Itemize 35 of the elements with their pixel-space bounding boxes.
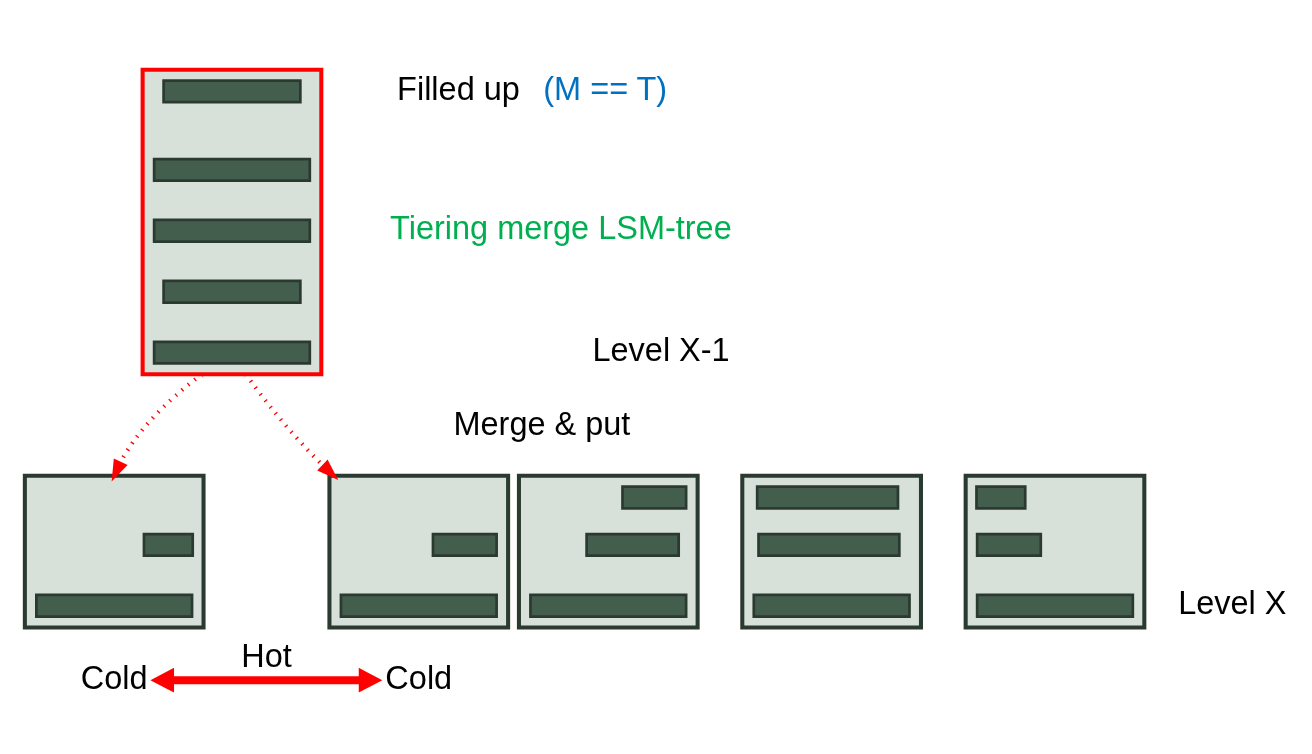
label: Merge & put (453, 406, 631, 443)
label: Level X-1 (592, 332, 730, 369)
node-bar (162, 279, 302, 304)
node-bar (152, 218, 312, 243)
arrow (150, 667, 383, 693)
cluster (140, 67, 324, 377)
node-bar (752, 593, 911, 618)
node-bar (529, 593, 688, 618)
node-text: Cold (80, 659, 148, 696)
edge-label: Hot (241, 637, 292, 674)
node-bar (621, 485, 688, 510)
node-label: Filled up (397, 70, 520, 107)
node-bar (339, 593, 498, 618)
cluster (963, 473, 1147, 630)
cluster (327, 473, 511, 630)
node-bar (152, 157, 312, 183)
node-bar (152, 340, 312, 365)
cluster (22, 473, 206, 630)
node-bar (975, 532, 1043, 558)
node-text: Cold (385, 659, 453, 696)
node-bar (975, 593, 1135, 618)
node-bar (757, 532, 901, 558)
node-bar (35, 593, 194, 618)
cluster (516, 473, 700, 630)
cluster (740, 473, 923, 630)
label: Level X (1178, 585, 1287, 622)
node-bar (431, 532, 498, 558)
node-bar (162, 79, 302, 104)
node-bar (975, 485, 1027, 510)
node-bar (585, 532, 681, 558)
node-bar (142, 532, 195, 558)
node-label: (M == T) (543, 70, 668, 107)
label: Tiering merge LSM-tree (390, 210, 732, 247)
node-bar (755, 485, 900, 510)
arrow (244, 373, 339, 481)
